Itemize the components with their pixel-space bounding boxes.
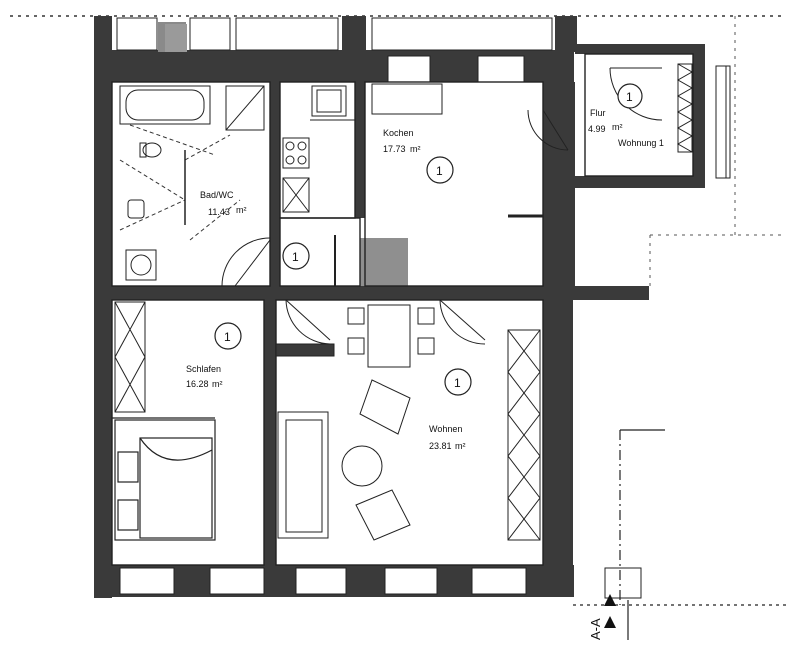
- right-edge-fixtures: [715, 65, 731, 179]
- svg-text:1: 1: [454, 376, 461, 390]
- svg-text:1: 1: [626, 90, 633, 104]
- toilet: [139, 142, 162, 158]
- hall-name: Flur: [590, 108, 606, 118]
- bath-door: [221, 237, 271, 287]
- section-arrow-icon: [604, 616, 616, 628]
- sofa: [277, 411, 329, 539]
- corridor-door-left: [275, 299, 335, 357]
- bath-name: Bad/WC: [200, 190, 234, 200]
- living-area: 23.81: [429, 441, 452, 451]
- kitchen-area: 17.73: [383, 144, 406, 154]
- coffee-table: [341, 445, 383, 487]
- bedroom-area: 16.28: [186, 379, 209, 389]
- windows: [116, 17, 642, 599]
- chimney-shaft-top: [165, 24, 187, 52]
- svg-text:1: 1: [292, 250, 299, 264]
- kitchen-counter: [282, 83, 443, 213]
- washing-machine: [125, 249, 157, 281]
- hall-area: 4.99: [588, 124, 606, 134]
- kitchen-name: Kochen: [383, 128, 414, 138]
- living-unit: m²: [455, 441, 466, 451]
- room-marker-kitchen: 1: [426, 156, 454, 184]
- room-marker-living: 1: [444, 368, 472, 396]
- wardrobe: [114, 301, 146, 413]
- bath-unit: m²: [236, 205, 247, 215]
- bath-dashed-lines: [119, 124, 241, 241]
- section-line: [573, 429, 790, 640]
- armchair-top: [359, 379, 411, 435]
- shower-tray: [225, 85, 265, 131]
- bedroom-unit: m²: [212, 379, 223, 389]
- svg-text:1: 1: [224, 330, 231, 344]
- kitchen-unit: m²: [410, 144, 421, 154]
- living-door: [439, 299, 486, 345]
- living-name: Wohnen: [429, 424, 462, 434]
- hall-unit: m²: [612, 122, 623, 132]
- walls: [94, 16, 705, 598]
- kitchen-door: [527, 109, 569, 151]
- dining-table: [347, 304, 435, 368]
- living-shelf: [507, 329, 541, 541]
- apartment-label: Wohnung 1: [618, 138, 664, 148]
- room-marker-hall: 1: [617, 83, 643, 109]
- bath-area: 11.43: [208, 207, 230, 217]
- room-marker-bedroom: 1: [214, 322, 242, 350]
- bed: [112, 417, 216, 541]
- sink: [127, 199, 145, 219]
- flur-wardrobe: [676, 63, 694, 153]
- chimney-shaft: [360, 238, 408, 286]
- bedroom-name: Schlafen: [186, 364, 221, 374]
- room-marker-corridor: 1: [282, 242, 310, 270]
- section-label: A-A: [588, 618, 603, 640]
- section-arrow-down-icon: [604, 594, 616, 606]
- room-outlines: [111, 53, 694, 566]
- bathtub: [119, 85, 211, 125]
- armchair-bottom: [355, 489, 411, 541]
- svg-text:1: 1: [436, 164, 443, 178]
